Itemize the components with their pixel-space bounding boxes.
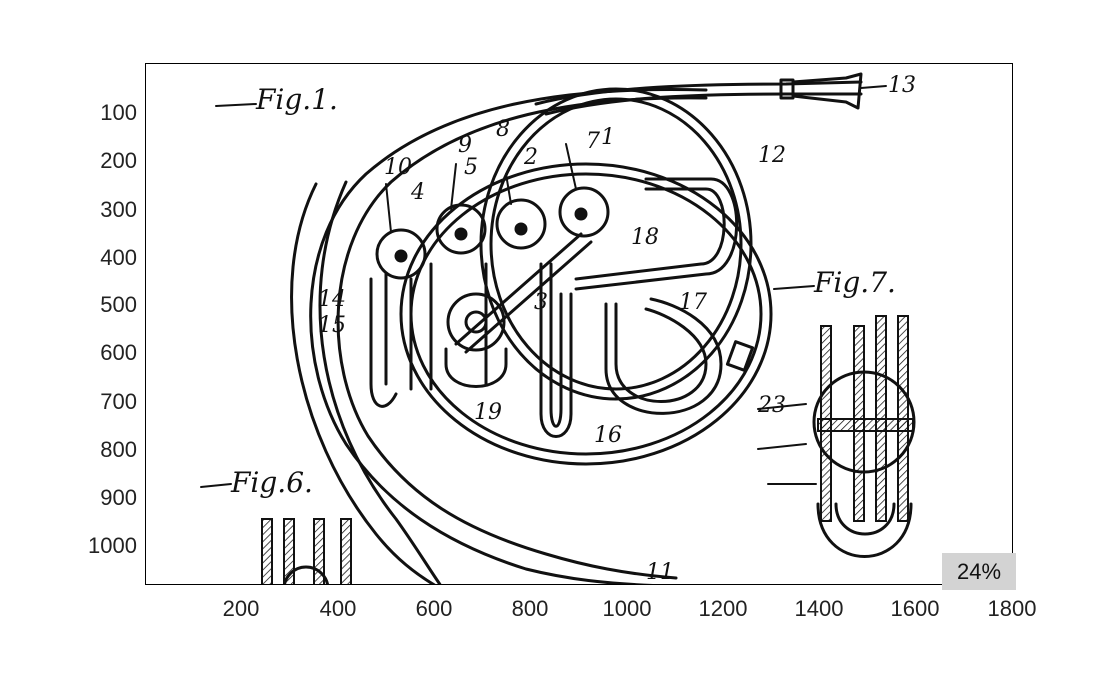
part-label: 10	[384, 155, 412, 180]
part-label: 2	[523, 145, 538, 170]
y-tick-label: 700	[100, 389, 137, 414]
part-label: 23	[757, 393, 786, 418]
fig1-label: Fig.1.	[215, 83, 338, 116]
y-tick-label: 600	[100, 340, 137, 365]
leadpipe	[534, 72, 887, 116]
x-tick-label: 600	[415, 596, 453, 621]
x-tick-label: 1600	[890, 596, 940, 621]
part-number-labels: 1 2 3 4 5 7 8 9 10 11 12 13 14 15 16 17 …	[318, 73, 916, 585]
zoom-level-text: 24%	[956, 558, 1002, 584]
fig1-label-text: Fig.1.	[255, 83, 338, 116]
x-tick-label: 400	[319, 596, 357, 621]
part-label: 17	[679, 290, 707, 315]
image-viewport[interactable]: Fig.1.	[145, 63, 1013, 585]
part-label: 7	[586, 129, 600, 154]
x-tick-label: 200	[222, 596, 260, 621]
zoom-level-badge: 24%	[942, 553, 1016, 590]
part-label: 4	[410, 180, 425, 205]
patent-drawing: Fig.1.	[200, 72, 916, 585]
part-label: 15	[318, 313, 346, 338]
rotary-valves	[375, 143, 610, 352]
y-tick-label: 900	[100, 485, 137, 510]
y-tick-label: 300	[100, 197, 137, 222]
horn-outer-tubing	[290, 87, 708, 584]
fig7-detail: Fig.7.	[757, 266, 916, 558]
part-label: 3	[534, 290, 548, 315]
part-label: 9	[458, 133, 472, 158]
part-label: 18	[631, 225, 659, 250]
y-tick-label: 800	[100, 437, 137, 462]
y-tick-label: 1000	[88, 533, 137, 558]
part-label: 14	[318, 287, 346, 312]
part-label: 5	[464, 155, 478, 180]
part-label: 8	[496, 117, 510, 142]
fig7-label-text: Fig.7.	[813, 266, 896, 299]
part-label: 1	[601, 125, 615, 150]
y-tick-label: 500	[100, 292, 137, 317]
x-tick-label: 800	[511, 596, 549, 621]
x-tick-label: 1800	[987, 596, 1037, 621]
y-tick-label: 400	[100, 245, 137, 270]
x-tick-label: 1400	[794, 596, 844, 621]
part-label: 13	[888, 73, 916, 98]
x-tick-label: 1000	[602, 596, 652, 621]
valve-slides	[369, 177, 755, 438]
y-tick-label: 100	[100, 100, 137, 125]
x-tick-label: 1200	[698, 596, 748, 621]
part-label: 16	[594, 423, 622, 448]
part-label: 19	[474, 400, 502, 425]
fig6-detail: Fig.6.	[200, 466, 352, 584]
fig6-label-text: Fig.6.	[230, 466, 313, 499]
y-tick-label: 200	[100, 148, 137, 173]
part-label: 11	[646, 560, 674, 585]
part-label: 12	[758, 143, 786, 168]
